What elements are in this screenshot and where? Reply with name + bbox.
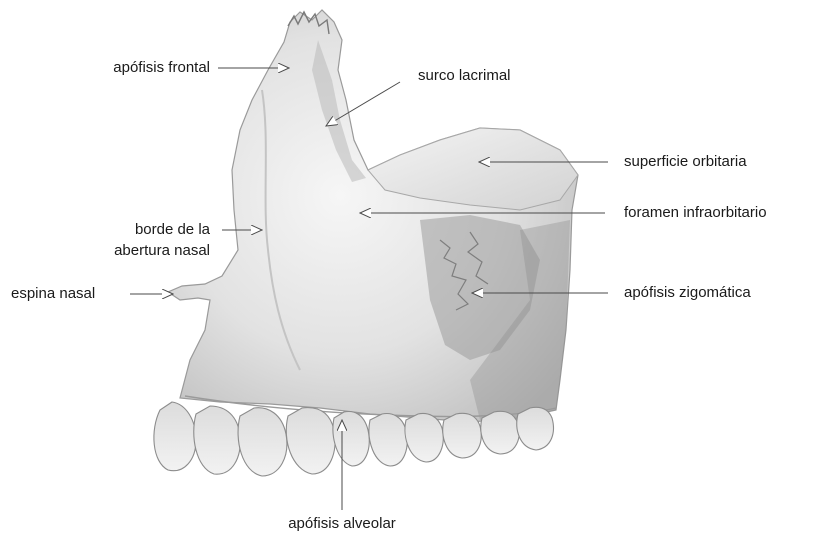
- tooth: [194, 406, 241, 474]
- tooth: [286, 408, 335, 474]
- label-alveolar-process: apófisis alveolar: [262, 514, 422, 533]
- tooth: [405, 414, 443, 462]
- label-nasal-aperture-line2: abertura nasal: [60, 241, 210, 260]
- teeth-row: [154, 402, 554, 476]
- tooth: [154, 402, 196, 471]
- tooth: [238, 408, 287, 476]
- tooth: [333, 412, 369, 466]
- tooth: [517, 407, 554, 450]
- label-frontal-process: apófisis frontal: [40, 58, 210, 77]
- label-zygomatic-process: apófisis zigomática: [624, 283, 751, 302]
- tooth: [481, 411, 519, 454]
- label-nasal-aperture-line1: borde de la: [60, 220, 210, 239]
- tooth: [443, 413, 481, 458]
- label-lacrimal-groove: surco lacrimal: [418, 66, 511, 85]
- label-nasal-spine: espina nasal: [11, 284, 95, 303]
- label-orbital-surface: superficie orbitaria: [624, 152, 747, 171]
- label-infraorbital-foramen: foramen infraorbitario: [624, 203, 767, 222]
- tooth: [369, 414, 407, 466]
